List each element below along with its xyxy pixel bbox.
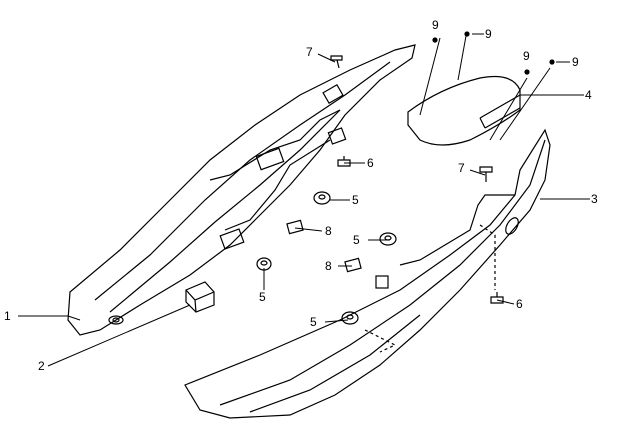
callout-9: 9	[572, 55, 579, 69]
right-side-cover	[184, 128, 551, 419]
callout-7: 7	[306, 45, 313, 59]
callout-3: 3	[591, 192, 598, 206]
rear-cowl	[407, 75, 521, 146]
rubber-pad	[185, 281, 215, 313]
callout-5: 5	[352, 193, 359, 207]
callout-5: 5	[259, 290, 266, 304]
callout-8: 8	[325, 259, 332, 273]
callout-2: 2	[38, 359, 45, 373]
callout-9: 9	[432, 18, 439, 32]
callout-1: 1	[4, 309, 11, 323]
callout-7: 7	[458, 161, 465, 175]
callout-6: 6	[367, 156, 374, 170]
callout-leaders	[18, 33, 590, 367]
grommet	[341, 311, 359, 325]
callout-5: 5	[353, 233, 360, 247]
hardware	[256, 31, 555, 325]
left-side-cover	[67, 44, 416, 336]
grommet	[379, 232, 397, 246]
callout-9: 9	[485, 27, 492, 41]
grommet	[313, 191, 331, 205]
callout-4: 4	[585, 88, 592, 102]
callout-8: 8	[325, 224, 332, 238]
callout-5: 5	[310, 315, 317, 329]
grommet	[256, 257, 272, 271]
callout-9: 9	[523, 49, 530, 63]
callout-6: 6	[516, 297, 523, 311]
